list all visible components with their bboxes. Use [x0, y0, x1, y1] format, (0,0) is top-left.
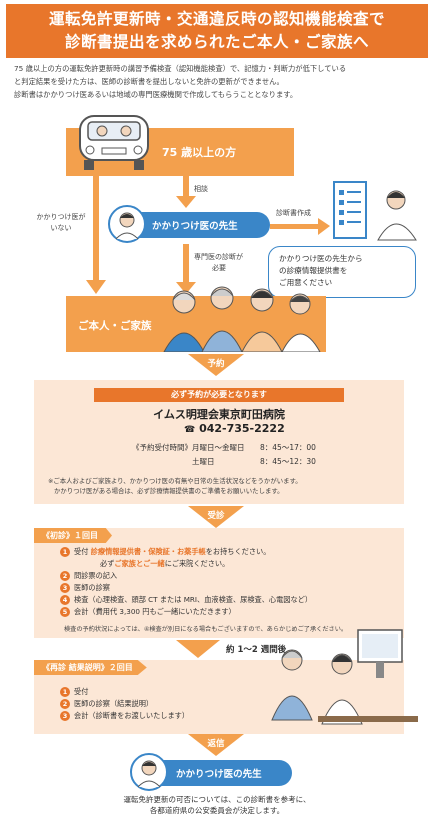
visit-chevron: 受診	[188, 506, 244, 528]
flow-arrows	[86, 160, 330, 294]
specialist-label: 専門医の診断が 必要	[194, 252, 243, 274]
bubble-line-2: の診療情報提供書を	[279, 266, 348, 275]
no-doctor-line-2: いない	[50, 224, 72, 232]
reservation-panel: 必ず予約が必要となります イムス明理会東京町田病院 ☎ 042-735-2222…	[34, 380, 404, 504]
footer-line-2: 各都道府県の公安委員会が決定します。	[149, 806, 285, 815]
visit-chevron-label: 受診	[207, 511, 225, 521]
certificate-label: 診断書作成	[276, 209, 311, 217]
doctor-label: かかりつけ医の先生	[152, 221, 238, 232]
hours-weekday-label: 《予約受付時間》月曜日～金曜日	[132, 443, 245, 452]
reserve-chevron-label: 予約	[207, 359, 225, 369]
footer-text: 運転免許更新の可否については、この診断書を参考に、 各都道府県の公安委員会が決定…	[0, 794, 434, 816]
intro-text: 75 歳以上の方の運転免許更新時の講習予備検査（認知機能検査）で、記憶力・判断力…	[14, 62, 424, 101]
first-visit-tag: 《初診》１回目	[34, 528, 112, 543]
final-doctor-icon	[130, 753, 168, 791]
first-visit-note: 検査の予約状況によっては、④検査が別日になる場合もございますので、あらかじめご了…	[64, 626, 348, 633]
title-line-1: 運転免許更新時・交通違反時の認知機能検査で	[48, 10, 385, 28]
no-doctor-line-1: かかりつけ医が	[36, 213, 86, 221]
hours-saturday: 8：45～12：30	[260, 457, 316, 466]
title-banner: 運転免許更新時・交通違反時の認知機能検査で 診断書提出を求められたご本人・ご家族…	[6, 4, 428, 58]
interval-chevron	[176, 640, 220, 658]
intro-line-2: と判定結果を受けた方は、医師の診断書を提出しないと免許の更新ができません。	[14, 77, 284, 86]
hospital-name: イムス明理会東京町田病院	[153, 408, 285, 421]
specialist-line-2: 必要	[212, 264, 226, 272]
return-chevron-label: 返信	[207, 739, 225, 749]
return-chevron: 返信	[188, 734, 244, 756]
consult-label: 相談	[194, 185, 208, 193]
footer-line-1: 運転免許更新の可否については、この診断書を参考に、	[123, 795, 311, 804]
phone-icon: ☎	[184, 425, 196, 435]
phone-line: ☎ 042-735-2222	[184, 422, 285, 435]
checklist-icon	[333, 181, 417, 241]
reservation-note-1: ※ご本人およびご家族より、かかりつけ医の有無や日常の生活状況などをうかがいます。	[48, 477, 302, 485]
reserve-chevron: 予約	[188, 354, 244, 376]
hours-weekday: 8：45～17：00	[260, 443, 316, 452]
car-icon	[79, 115, 149, 170]
specialist-line-1: 専門医の診断が	[194, 253, 243, 261]
family-label: ご本人・ご家族	[78, 320, 152, 332]
reservation-note-2: かかりつけ医がある場合は、必ず診療情報提供書のご準備をお願いいたします。	[54, 487, 284, 495]
family-icon	[163, 286, 321, 352]
intro-line-3: 診断書はかかりつけ医あるいは地域の専門医療機関で作成してもらうこととなります。	[14, 90, 298, 99]
phone-number[interactable]: 042-735-2222	[199, 422, 285, 435]
intro-line-1: 75 歳以上の方の運転免許更新時の講習予備検査（認知機能検査）で、記憶力・判断力…	[14, 64, 347, 73]
bubble-line-3: ご用意ください	[279, 278, 333, 287]
no-doctor-label: かかりつけ医が いない	[30, 212, 92, 234]
doctor-icon	[108, 205, 146, 243]
second-visit-tag: 《再診 結果説明》２回目	[34, 660, 147, 675]
consultation-icon	[271, 629, 418, 725]
final-doctor-label: かかりつけ医の先生	[176, 769, 262, 780]
reservation-header: 必ず予約が必要となります	[94, 388, 344, 402]
info-bubble: かかりつけ医の先生から の診療情報提供書を ご用意ください	[268, 246, 416, 298]
bubble-line-1: かかりつけ医の先生から	[279, 254, 363, 263]
interval-label: 約 1～2 週間後	[226, 645, 287, 655]
title-line-2: 診断書提出を求められたご本人・ご家族へ	[64, 33, 369, 51]
reservation-notes: ※ご本人およびご家族より、かかりつけ医の有無や日常の生活状況などをうかがいます。…	[48, 476, 400, 496]
hours-saturday-label: 土曜日	[192, 457, 215, 466]
elder-label: 75 歳以上の方	[162, 146, 237, 159]
first-step-1b: 必ずご家族とご一緒にご来院ください。	[100, 559, 230, 568]
